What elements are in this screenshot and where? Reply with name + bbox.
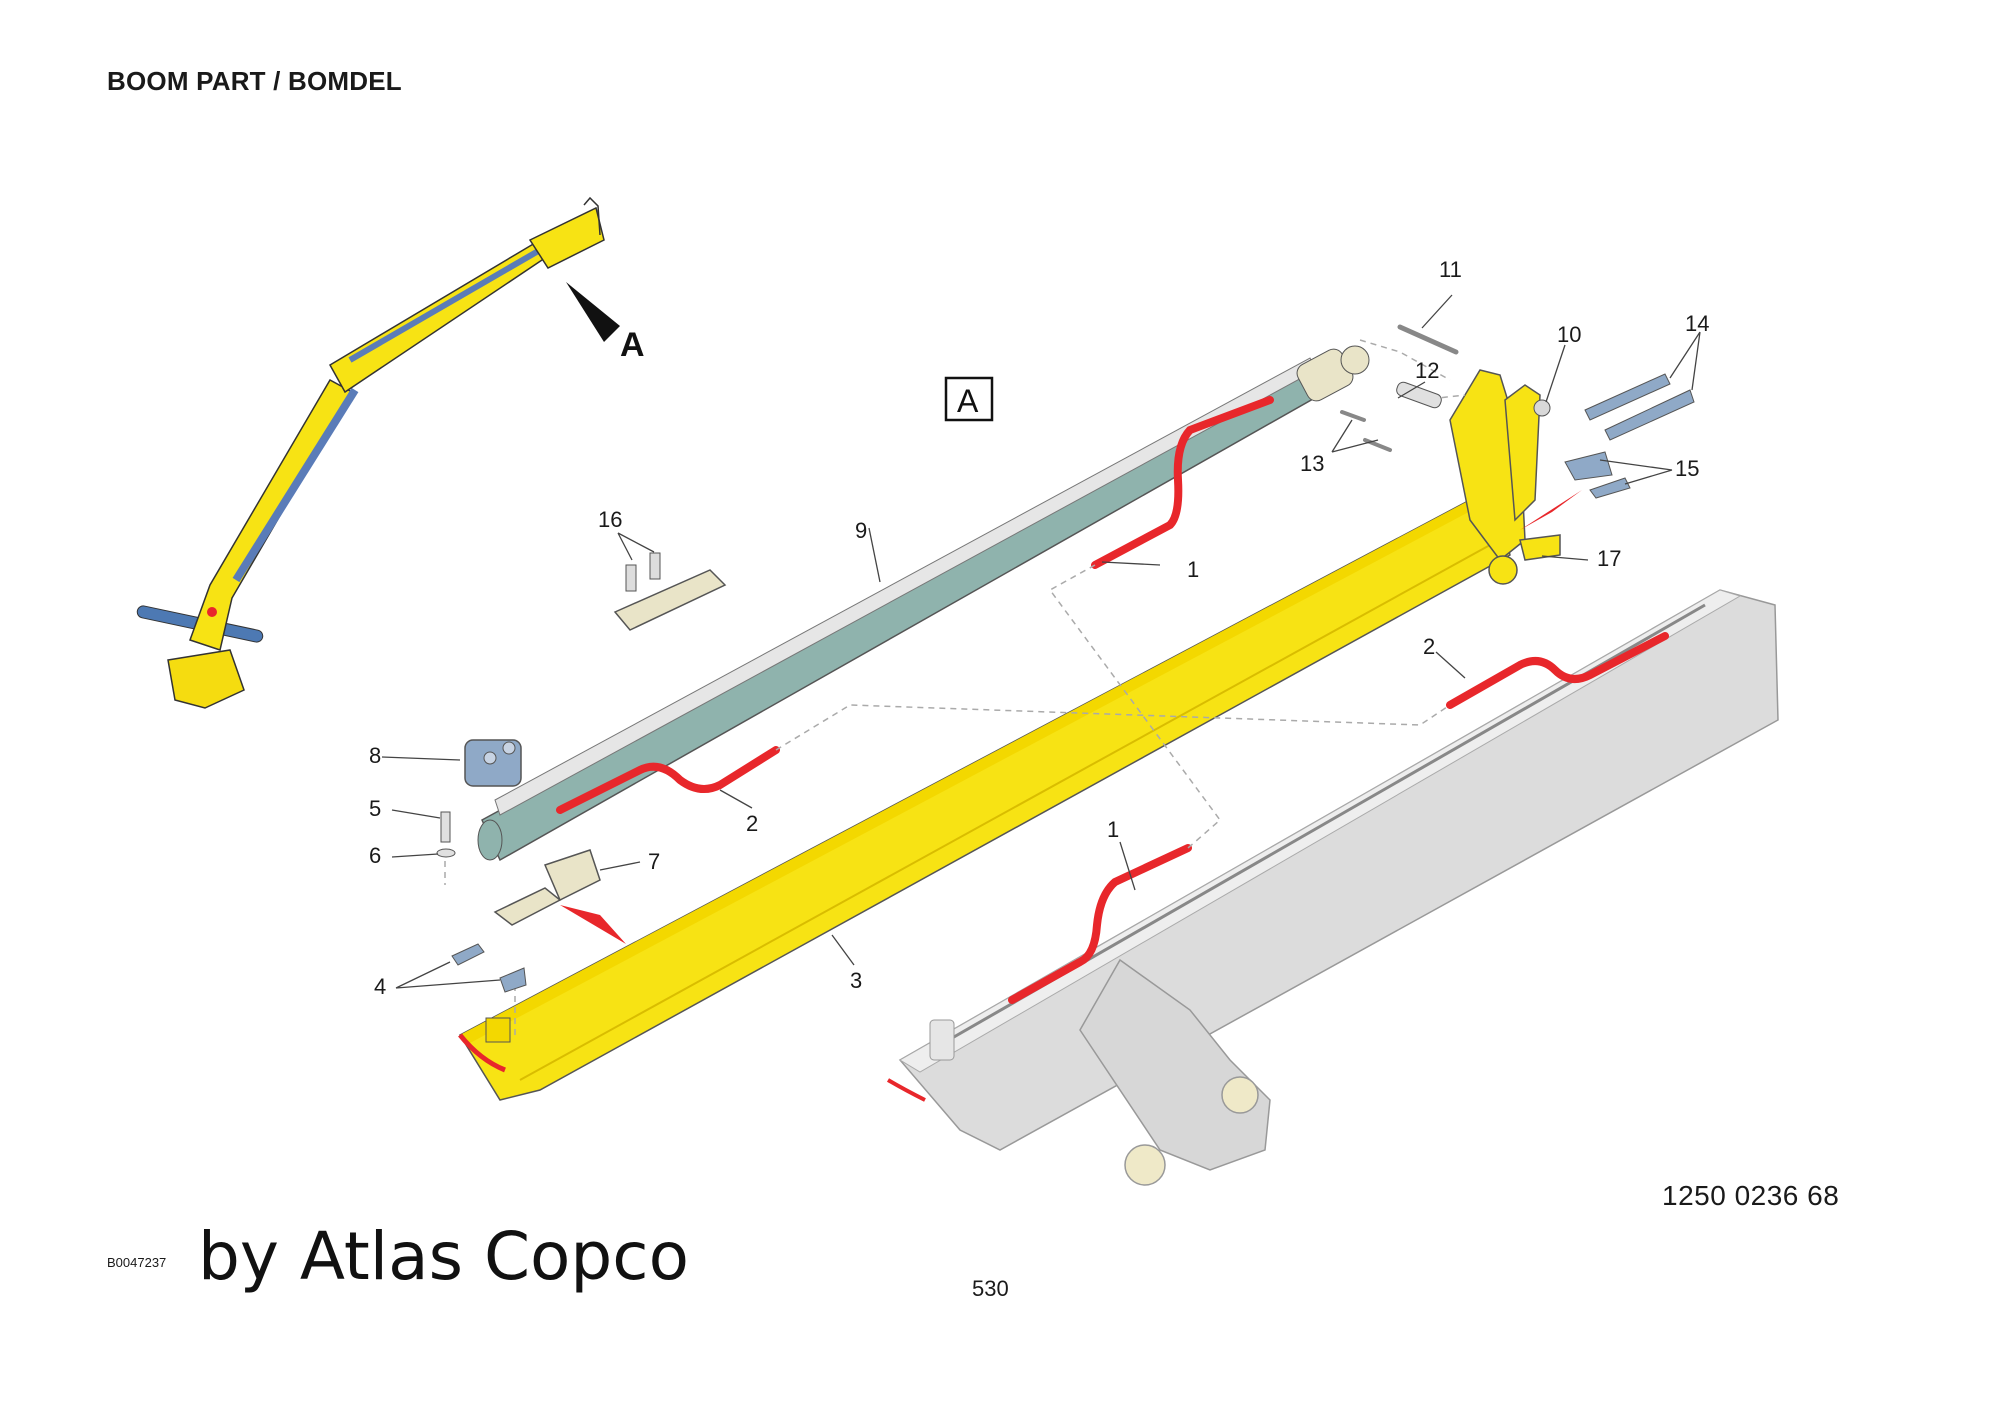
hose-1-upper — [1091, 396, 1274, 569]
hose-2-right — [1446, 632, 1669, 709]
marker-arrow-7 — [560, 905, 626, 944]
callout-13: 13 — [1300, 451, 1324, 476]
part-8-valve-block — [464, 739, 522, 787]
leader-lines — [381, 294, 1701, 989]
view-arrow — [566, 282, 620, 342]
callout-11: 11 — [1439, 257, 1462, 282]
cylinder-part-9 — [477, 345, 1370, 862]
watermark-text: by Atlas Copco — [198, 1218, 689, 1295]
callout-10: 10 — [1557, 322, 1581, 347]
callout-4: 4 — [374, 974, 386, 999]
part-10-nut — [1533, 399, 1551, 417]
callout-1-lower: 1 — [1107, 817, 1119, 842]
part-7-bracket — [493, 849, 601, 926]
callout-17: 17 — [1597, 546, 1621, 571]
callout-6: 6 — [369, 843, 381, 868]
part-4-pads — [451, 943, 527, 993]
marker-arrow-15 — [1520, 490, 1582, 530]
assembled-boom-grey — [886, 589, 1779, 1186]
callout-8: 8 — [369, 743, 381, 768]
callout-3: 3 — [850, 968, 862, 993]
part-14-plates — [1584, 373, 1695, 441]
part-13-pins — [1340, 410, 1392, 452]
hose-2-left — [556, 746, 780, 814]
part-5-bolt — [440, 811, 451, 843]
part-16-plate-bolts — [613, 552, 727, 631]
part-15-pads — [1564, 451, 1631, 499]
document-number: 1250 0236 68 — [1662, 1180, 1840, 1211]
view-arrow-letter: A — [620, 326, 645, 364]
callout-12: 12 — [1415, 358, 1439, 383]
page-title: BOOM PART / BOMDEL — [107, 66, 402, 96]
hose-1-lower — [1008, 844, 1192, 1004]
callout-1-upper: 1 — [1187, 557, 1199, 582]
callout-7: 7 — [648, 849, 660, 874]
part-11-pin — [1397, 324, 1459, 355]
callout-5: 5 — [369, 796, 381, 821]
view-box — [944, 376, 994, 422]
image-id: B0047237 — [107, 1255, 167, 1270]
callout-9: 9 — [855, 518, 867, 543]
yellow-boom-part-3 — [458, 369, 1561, 1101]
page-number: 530 — [972, 1276, 1009, 1301]
view-box-label: A — [957, 383, 979, 419]
callout-15: 15 — [1675, 456, 1699, 481]
callout-2-left: 2 — [746, 811, 758, 836]
overview-boom — [136, 196, 605, 709]
callout-14: 14 — [1685, 311, 1709, 336]
part-6-washer — [436, 848, 456, 858]
callout-2-right: 2 — [1423, 634, 1435, 659]
part-12-pin — [1396, 381, 1442, 409]
callout-16: 16 — [598, 507, 622, 532]
